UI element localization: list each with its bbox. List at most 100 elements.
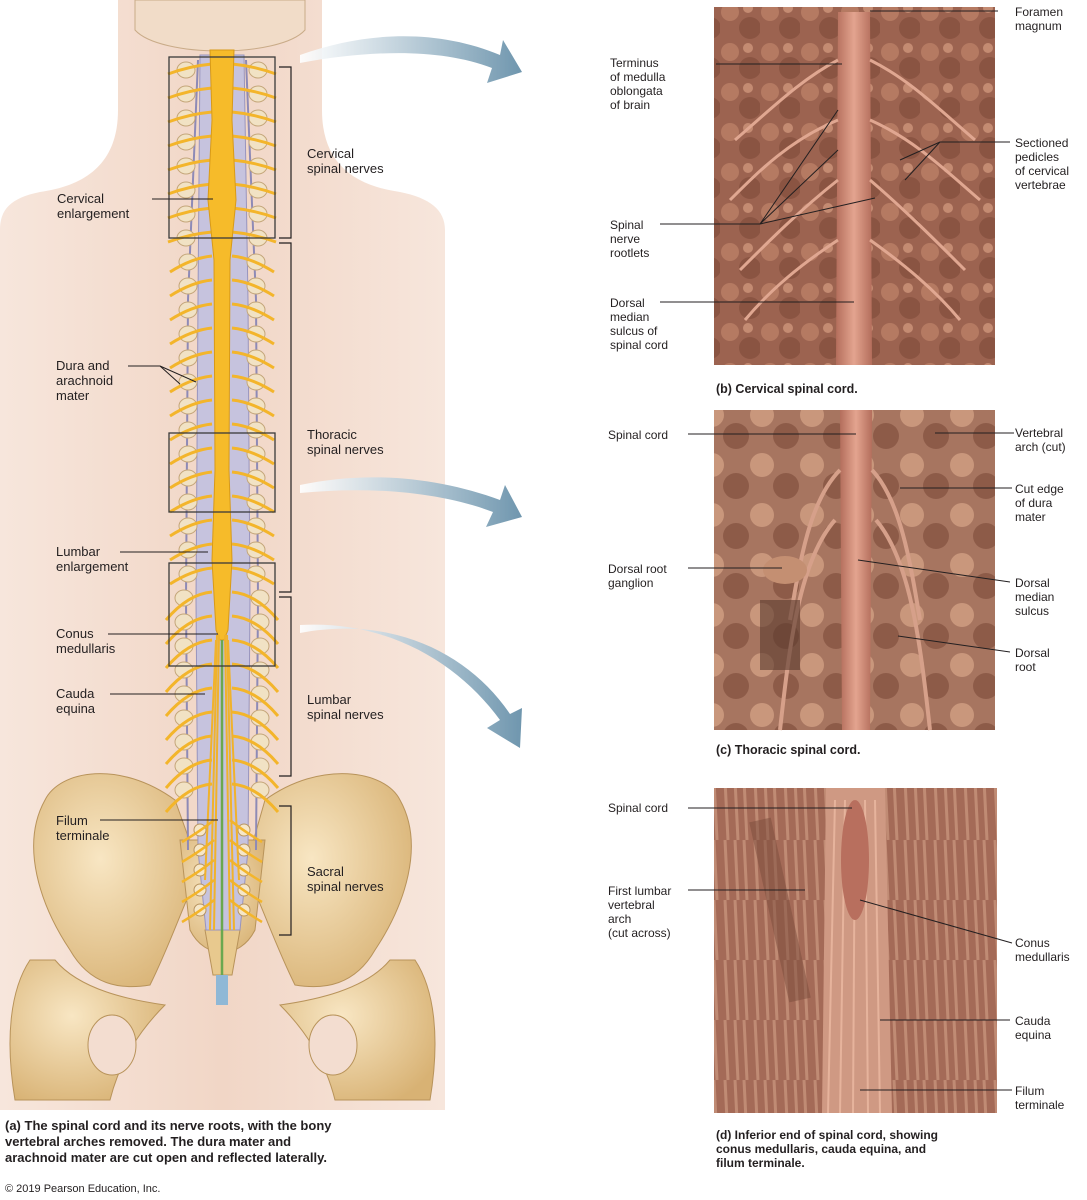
caption-a: (a) The spinal cord and its nerve roots,…: [5, 1118, 332, 1165]
spinal-nerve-root: [167, 158, 213, 172]
label-filum-terminale-d: Filum terminale: [1015, 1084, 1065, 1112]
label-conus-medullaris-a: Conus medullaris: [56, 626, 116, 656]
spinal-nerve-root: [169, 254, 213, 274]
label-cauda-equina-d: Cauda equina: [1015, 1014, 1052, 1042]
spinal-nerve-root: [231, 782, 280, 813]
label-first-lumbar-arch: First lumbar vertebral arch (cut across): [608, 884, 672, 940]
caption-b: (b) Cervical spinal cord.: [716, 382, 858, 396]
zoom-box-cervical: [168, 56, 276, 239]
spinal-nerve-root: [231, 110, 277, 124]
label-sacral-spinal-nerves: Sacral spinal nerves: [307, 864, 384, 894]
spinal-nerve-root: [169, 422, 213, 442]
label-spinal-nerve-rootlets: Spinal nerve rootlets: [610, 218, 650, 260]
zoom-arrow-b: [300, 36, 522, 83]
label-cervical-enlargement: Cervical enlargement: [57, 191, 130, 221]
filum-end: [216, 975, 228, 1005]
spinal-nerve-root: [169, 326, 213, 346]
spinal-nerve-root: [231, 350, 275, 370]
spinal-nerve-root: [231, 86, 277, 100]
label-conus-medullaris-d: Conus medullaris: [1015, 936, 1070, 964]
spinal-nerve-root: [169, 374, 213, 394]
label-dura-arachnoid-mater: Dura and arachnoid mater: [56, 358, 114, 403]
spinal-nerve-root: [167, 110, 213, 124]
label-lumbar-spinal-nerves: Lumbar spinal nerves: [307, 692, 384, 722]
spinal-nerve-root: [164, 710, 213, 741]
sacral-nerve-root: [181, 899, 215, 924]
spinal-nerve-root: [231, 758, 280, 789]
spinal-nerve-root: [167, 230, 213, 244]
spinal-nerve-root: [231, 230, 277, 244]
spinal-nerve-root: [231, 638, 280, 669]
region-brackets: [279, 66, 292, 936]
label-spinal-cord-c: Spinal cord: [608, 428, 669, 442]
label-dorsal-median-sulcus-c: Dorsal median sulcus: [1015, 576, 1055, 618]
photo-lumbar-cord: [714, 788, 997, 1114]
sacral-nerve-root: [229, 899, 263, 924]
spinal-nerve-root: [169, 518, 213, 538]
label-terminus-medulla: Terminus of medulla oblongata of brain: [610, 56, 666, 112]
spinal-nerve-root: [167, 134, 213, 148]
spinal-nerve-root: [231, 62, 277, 76]
spinal-nerve-root: [231, 398, 275, 418]
spinal-nerve-root: [164, 590, 213, 621]
label-dorsal-median-sulcus-b: Dorsal median sulcus of spinal cord: [610, 296, 669, 352]
zoom-box-thoracic: [168, 432, 276, 513]
spinal-nerve-root: [231, 590, 280, 621]
spinal-nerve-root: [164, 686, 213, 717]
spinal-nerve-root: [167, 206, 213, 220]
spinal-nerve-root: [231, 422, 275, 442]
spinal-nerve-root: [167, 86, 213, 100]
label-vertebral-arch: Vertebral arch (cut): [1015, 426, 1066, 454]
label-dorsal-root: Dorsal root: [1015, 646, 1050, 674]
spinal-nerve-root: [231, 566, 275, 586]
spinal-nerve-root: [169, 470, 213, 490]
label-spinal-cord-d: Spinal cord: [608, 801, 669, 815]
caption-c: (c) Thoracic spinal cord.: [716, 743, 861, 757]
label-thoracic-spinal-nerves: Thoracic spinal nerves: [307, 427, 384, 457]
label-sectioned-pedicles: Sectioned pedicles of cervical vertebrae: [1015, 136, 1070, 192]
spinal-nerve-root: [231, 470, 275, 490]
zoom-box-lumbar: [168, 562, 276, 667]
zoom-arrows: [300, 36, 522, 748]
zoom-arrow-d: [300, 624, 522, 748]
cauda-equina-strands: [204, 634, 240, 931]
spinal-nerve-root: [231, 134, 277, 148]
spinal-nerve-root: [231, 302, 275, 322]
spinal-nerve-root: [169, 302, 213, 322]
spinal-nerve-root: [164, 614, 213, 645]
label-dorsal-root-ganglion: Dorsal root ganglion: [608, 562, 667, 590]
spinal-nerve-root: [231, 686, 280, 717]
spinal-nerve-root: [231, 206, 277, 220]
label-foramen-magnum: Foramen magnum: [1015, 5, 1064, 33]
spinal-cord-illustration: [207, 49, 237, 641]
spinal-nerve-root: [164, 638, 213, 669]
photo-thoracic-cord: [714, 410, 995, 731]
spinal-nerve-root: [164, 758, 213, 789]
spinal-nerve-root: [231, 446, 275, 466]
spinal-nerve-root: [169, 446, 213, 466]
spinal-nerve-root: [231, 518, 275, 538]
spinal-nerve-root: [164, 662, 213, 693]
spinal-nerve-root: [231, 614, 280, 645]
spinal-nerve-root: [169, 542, 213, 562]
spinal-nerve-root: [169, 398, 213, 418]
spinal-nerve-root: [164, 782, 213, 813]
caption-d: (d) Inferior end of spinal cord, showing…: [716, 1128, 938, 1170]
spinal-nerve-root: [231, 662, 280, 693]
spinal-nerve-root: [231, 278, 275, 298]
spinal-nerve-root: [167, 62, 213, 76]
spinal-nerve-root: [169, 566, 213, 586]
label-cervical-spinal-nerves: Cervical spinal nerves: [307, 146, 384, 176]
leader-lines-a: [100, 198, 218, 821]
spinal-nerve-root: [231, 158, 277, 172]
spinal-nerve-root: [231, 254, 275, 274]
spinal-nerve-root: [164, 734, 213, 765]
copyright-notice: © 2019 Pearson Education, Inc.: [5, 1183, 161, 1195]
spinal-nerve-root: [231, 542, 275, 562]
spinal-nerve-root: [231, 710, 280, 741]
label-lumbar-enlargement: Lumbar enlargement: [56, 544, 129, 574]
spinal-nerve-root: [231, 734, 280, 765]
